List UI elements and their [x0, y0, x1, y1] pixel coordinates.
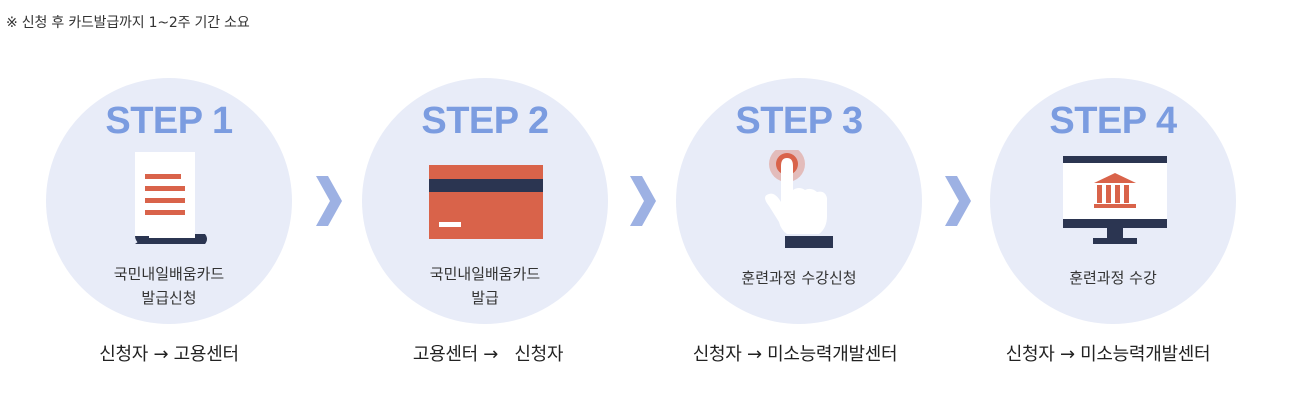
- step-2-label-line-1: 국민내일배움카드: [429, 265, 541, 283]
- step-1-label-line-2: 발급신청: [141, 289, 197, 307]
- step-2-label-line-2: 발급: [471, 289, 499, 307]
- step-4-label: 훈련과정 수강: [990, 266, 1236, 290]
- step-3-flow: 신청자 → 미소능력개발센터: [692, 344, 898, 365]
- step-3-label-line-1: 훈련과정 수강신청: [741, 269, 857, 287]
- step-4-label-line-1: 훈련과정 수강: [1069, 269, 1157, 287]
- step-4-circle: STEP 4 훈련과정 수강: [990, 78, 1236, 324]
- step-3-label: 훈련과정 수강신청: [676, 266, 922, 290]
- credit-card-icon: [429, 165, 543, 239]
- step-2-title: STEP 2: [421, 100, 549, 142]
- step-4-flow: 신청자 → 미소능력개발센터: [1005, 344, 1211, 365]
- monitor-building-icon: [1063, 156, 1167, 244]
- step-2-circle: STEP 2 국민내일배움카드 발급: [362, 78, 608, 324]
- hand-click-icon: [765, 150, 833, 248]
- chevron-right-icon: [316, 176, 342, 226]
- chevron-right-icon: [945, 176, 971, 226]
- step-1-circle: STEP 1 국민내일배움카드 발급신청: [46, 78, 292, 324]
- step-1-label-line-1: 국민내일배움카드: [113, 265, 225, 283]
- notice-text: ※ 신청 후 카드발급까지 1~2주 기간 소요: [6, 15, 250, 31]
- step-2-flow: 고용센터 → 신청자: [412, 344, 564, 365]
- step-3-circle: STEP 3 훈련과정 수강신청: [676, 78, 922, 324]
- step-1-label: 국민내일배움카드 발급신청: [46, 262, 292, 310]
- step-4-title: STEP 4: [1049, 100, 1177, 142]
- step-2-label: 국민내일배움카드 발급: [362, 262, 608, 310]
- step-1-title: STEP 1: [105, 100, 233, 142]
- step-3-title: STEP 3: [735, 100, 863, 142]
- chevron-right-icon: [630, 176, 656, 226]
- document-icon: [135, 152, 207, 244]
- step-1-flow: 신청자 → 고용센터: [99, 344, 239, 365]
